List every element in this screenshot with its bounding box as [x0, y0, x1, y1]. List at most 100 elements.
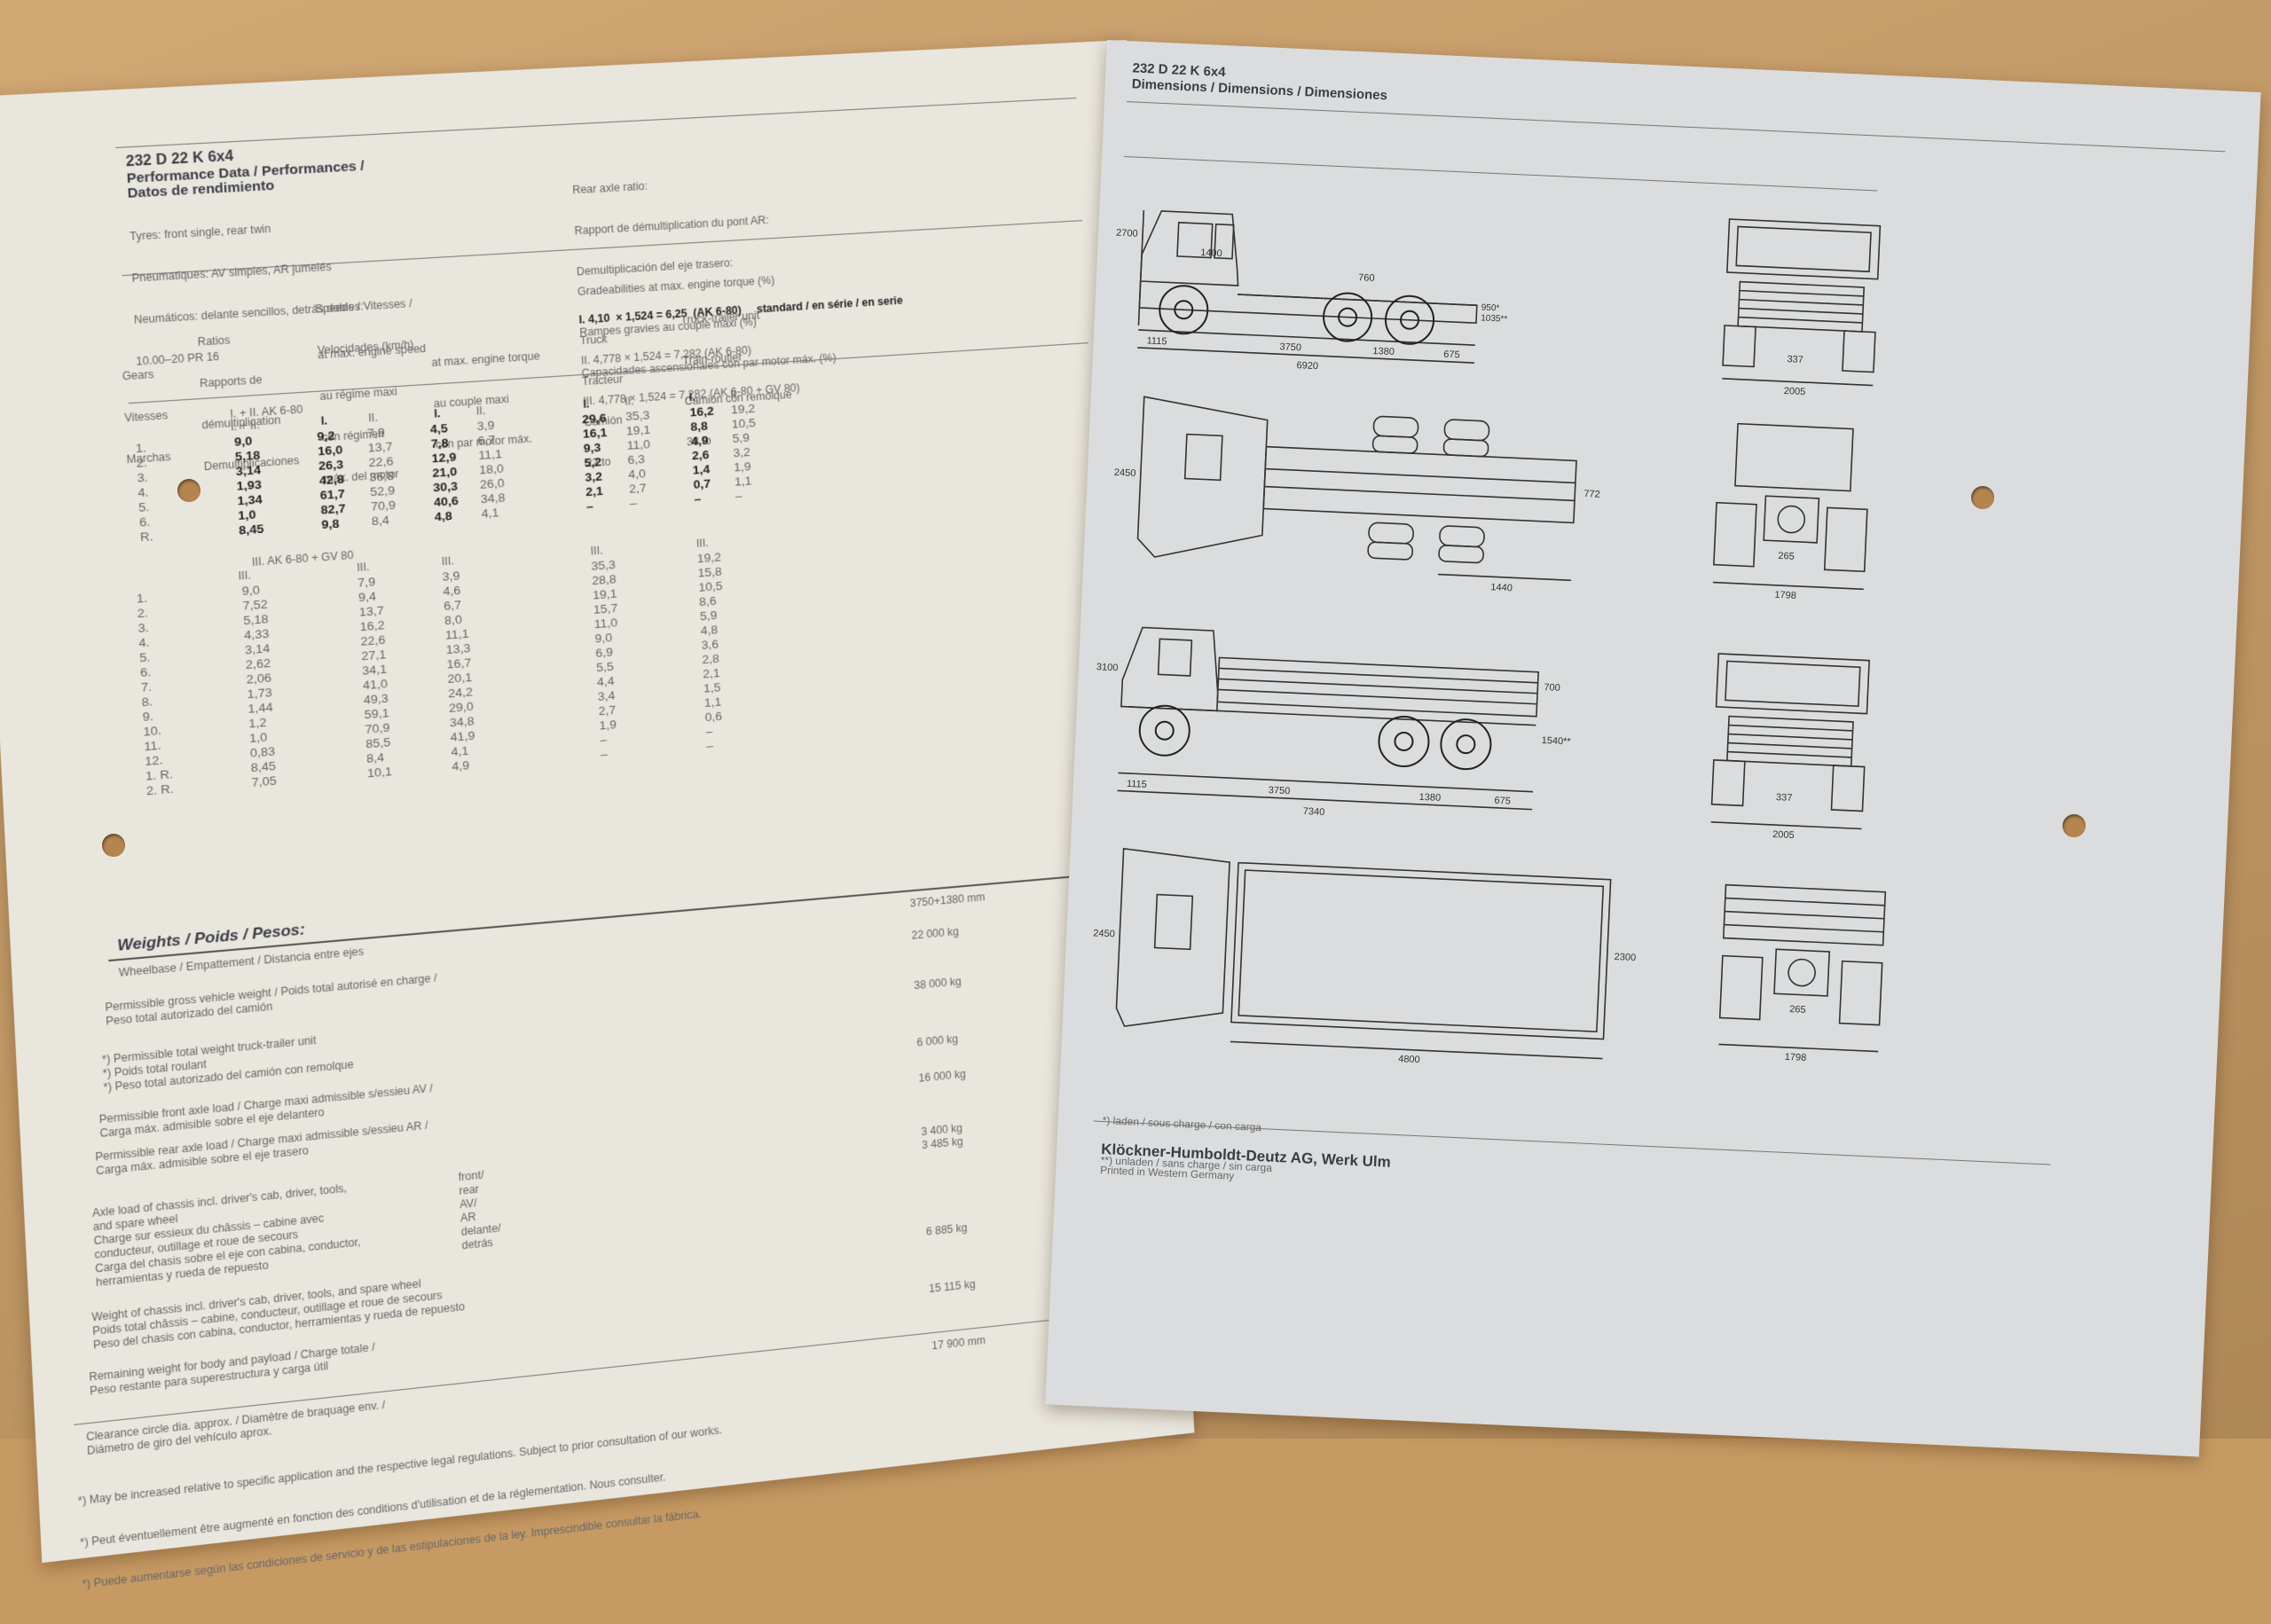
top-rule [1126, 101, 2226, 153]
speed-cell: 3,9 [442, 569, 460, 584]
roman-label: II. [729, 388, 740, 402]
gradeability-cell: 0,7 [693, 476, 711, 491]
speed-cell: 4,6 [443, 583, 461, 599]
dim-label: 760 [1358, 272, 1375, 284]
dim-label: 2700 [1116, 228, 1138, 239]
gradeability-cell: 19,1 [625, 422, 651, 438]
speed-cell: 16,0 [317, 443, 343, 459]
weight-value: 3 400 kg 3 485 kg [921, 1121, 964, 1152]
weight-value: 6 885 kg [925, 1220, 968, 1238]
gear-cell: 4. [138, 484, 150, 500]
roman-label: III. [356, 560, 370, 575]
speed-cell: 7,8 [430, 435, 449, 451]
roman-label: II. [624, 394, 634, 408]
dim-label: 2450 [1114, 467, 1136, 479]
front-view-chassis-drawing: 337 2005 [1704, 200, 1908, 404]
header-line: at max. engine speed [317, 341, 427, 362]
gradeability-cell: – [735, 489, 743, 504]
gradeability-cell: 35,3 [625, 408, 650, 424]
block2-gears-column: 1.2.3.4.5.6.7.8.9.10.11.12.1. R.2. R. [136, 590, 174, 799]
weight-value: 17 900 mm [931, 1333, 986, 1353]
weight-value: 22 000 kg [911, 925, 960, 942]
dim-label: 1115 [1127, 779, 1147, 790]
dim-label: 2005 [1772, 829, 1795, 841]
front-view-tipper-drawing: 337 2005 [1693, 635, 1897, 848]
speed-cell: 21,0 [432, 464, 458, 481]
dim-label: 1035** [1481, 313, 1508, 324]
gradeability-cell: 9,3 [583, 440, 601, 456]
dim-label: 4800 [1398, 1054, 1420, 1065]
roman-label: II. [475, 404, 486, 418]
gradeability-cell: 5,9 [732, 430, 750, 446]
dim-label: 1115 [1146, 335, 1167, 347]
gear-cell: R. [139, 529, 153, 545]
header-line: Speeds / Vitesses / [315, 296, 413, 316]
gradeability-cell: – [694, 491, 702, 506]
speed-cell: 3,9 [476, 418, 495, 434]
speed-cell: 30,3 [432, 479, 459, 495]
ratio-cell: 5,18 [234, 448, 261, 464]
dim-label: 3100 [1096, 662, 1119, 673]
block2-label: III. AK 6-80 + GV 80 [251, 548, 354, 569]
gradeability-cell: 19,2 [696, 550, 722, 566]
roman-label: I. [688, 390, 695, 404]
gradeability-cell: 2,7 [628, 481, 647, 496]
ratio-cell: 9,0 [241, 583, 261, 599]
dim-label: 2005 [1784, 386, 1806, 397]
gradeability-cell: 16,2 [689, 404, 715, 420]
dim-label: 3750 [1269, 785, 1291, 796]
ratio-cell: 1,0 [237, 507, 256, 523]
header-line: Truck-trailer unit [680, 309, 760, 326]
header-line: Vitesses [123, 408, 169, 425]
weight-label: *) Permissible total weight truck-traile… [101, 1033, 354, 1094]
gradeability-cell: 16,1 [582, 425, 608, 441]
gradeability-cell: – [600, 747, 609, 762]
speed-cell: 85,5 [365, 734, 391, 751]
punch-hole [177, 479, 200, 502]
ratio-cell: 1,44 [247, 700, 273, 716]
dim-label: 1440 [1490, 582, 1513, 593]
block1-sub: I. + II. [230, 418, 261, 434]
speed-cell: 11,1 [477, 446, 503, 463]
gradeability-cell: 35,3 [591, 557, 617, 573]
dim-label: 1400 [1200, 247, 1222, 259]
gradeability-cell: 19,2 [730, 401, 756, 417]
gradeability-cell: 1,9 [733, 459, 751, 475]
speed-cell: 40,6 [433, 493, 460, 509]
ratio-cell: 3,14 [235, 462, 262, 479]
speed-cell: 36,8 [368, 468, 395, 484]
weight-value: 6 000 kg [916, 1032, 959, 1049]
dim-label: 337 [1787, 354, 1803, 365]
gradeability-cell: 10,5 [698, 578, 723, 594]
speed-cell: 7,9 [357, 574, 376, 590]
speed-cell: 22,6 [368, 453, 394, 470]
punch-hole [1971, 486, 1994, 509]
speed-cell: 9,2 [316, 428, 335, 443]
speed-cell: 26,3 [318, 457, 344, 474]
speed-cell: 70,9 [370, 498, 397, 514]
header-line: Truck [579, 333, 608, 348]
weight-value: 15 115 kg [928, 1277, 976, 1296]
rear-axle-label: Rear axle ratio: [571, 179, 648, 197]
dim-label: 6920 [1296, 360, 1318, 372]
punch-hole [102, 834, 125, 857]
punch-hole [2063, 814, 2086, 837]
tyres-line: Tyres: front single, rear twin [129, 222, 271, 243]
dim-label: 1540** [1541, 735, 1571, 748]
dim-label: 1380 [1418, 792, 1441, 804]
gradeability-cell: – [629, 496, 638, 511]
roman-label: III. [238, 569, 252, 583]
gradeability-cell: 29,6 [581, 411, 607, 427]
performance-page: 232 D 22 K 6x4 Performance Data / Perfor… [0, 40, 1195, 1591]
dim-label: 7340 [1302, 806, 1324, 818]
roman-label: III. [590, 544, 603, 558]
speed-cell: 10,1 [366, 764, 393, 781]
weight-label: Remaining weight for body and payload / … [88, 1340, 375, 1398]
gradeability-cell: 8,8 [690, 419, 709, 434]
weight-label: Permissible gross vehicle weight / Poids… [105, 971, 437, 1028]
